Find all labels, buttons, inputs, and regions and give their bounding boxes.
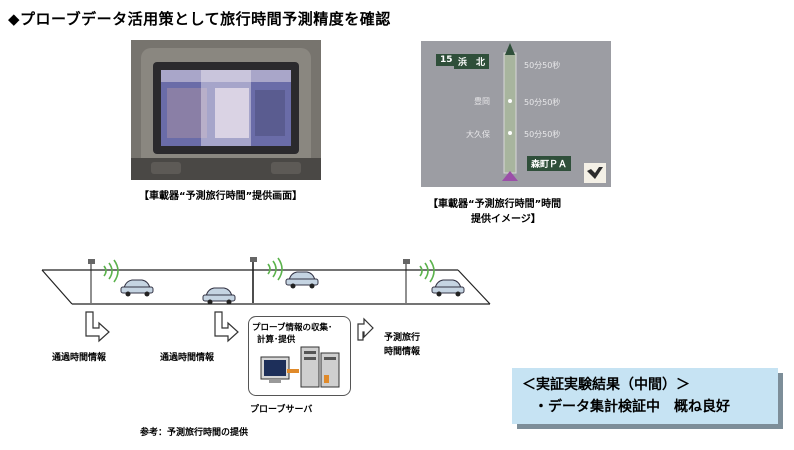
server-computer-icon [260, 346, 340, 388]
reference-caption: 参考：予測旅行時間の提供 [140, 428, 249, 438]
display-top-label: 浜 北 [454, 54, 490, 69]
server-name: プローブサーバ [250, 405, 313, 415]
label-predicted-time-1: 予測旅行 [384, 333, 421, 343]
server-desc-line2: 計算･提供 [257, 335, 296, 345]
display-bottom-label: 森町ＰＡ [527, 156, 572, 171]
travel-time-display: 15 浜 北 豊岡 大久保 森町ＰＡ 50分50秒 50分50秒 50分50秒 [421, 41, 611, 187]
label-pass-time-mid: 通過時間情報 [160, 353, 215, 363]
page-title: ◆プローブデータ活用策として旅行時間予測精度を確認 [8, 10, 391, 28]
display-caption-line1: 【車載器“予測旅行時間”時間 [428, 199, 562, 210]
display-time1: 50分50秒 [524, 61, 561, 70]
car-navigation-photo [131, 40, 321, 180]
probe-server-box: プローブ情報の収集･ 計算･提供 [248, 316, 351, 396]
photo-caption: 【車載器“予測旅行時間”提供画面】 [139, 191, 303, 202]
result-detail: ・データ集計検証中 概ね良好 [534, 399, 730, 415]
display-stop3: 大久保 [466, 130, 490, 139]
result-box: ＜実証実験結果（中間）＞ ・データ集計検証中 概ね良好 [512, 368, 778, 424]
result-heading: ＜実証実験結果（中間）＞ [522, 377, 690, 393]
display-caption-line2: 提供イメージ】 [471, 214, 541, 225]
display-time2: 50分50秒 [524, 98, 561, 107]
display-stop2: 豊岡 [474, 97, 490, 106]
server-desc-line1: プローブ情報の収集･ [252, 323, 333, 333]
label-predicted-time-2: 時間情報 [384, 347, 421, 357]
label-pass-time-left: 通過時間情報 [52, 353, 107, 363]
display-top-number: 15 [436, 54, 457, 66]
display-time3: 50分50秒 [524, 130, 561, 139]
